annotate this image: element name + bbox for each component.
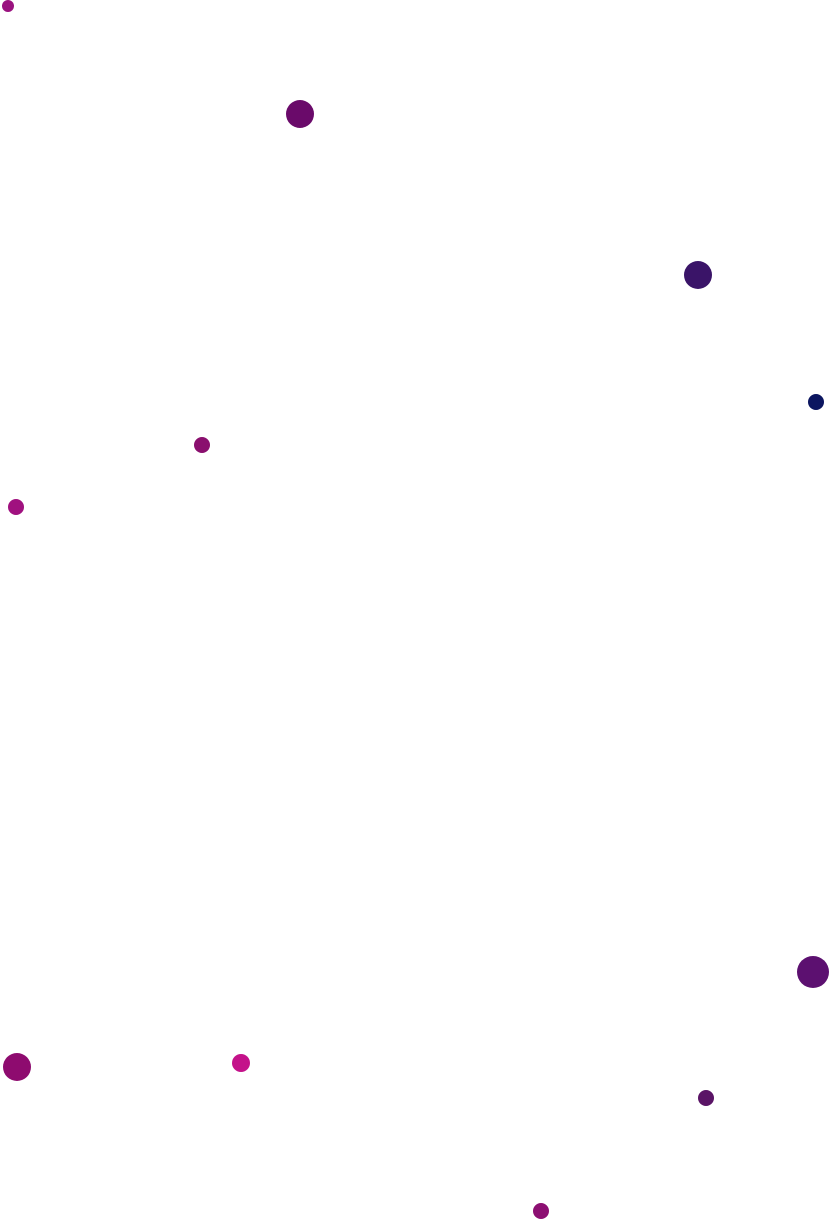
dot [8,499,24,515]
dot [286,100,314,128]
dot [533,1203,549,1219]
dot [3,1053,31,1081]
dot [194,437,210,453]
dot [232,1054,250,1072]
dot [808,394,824,410]
dot [2,0,14,12]
dot [698,1090,714,1106]
dot [684,261,712,289]
dot [797,956,829,988]
